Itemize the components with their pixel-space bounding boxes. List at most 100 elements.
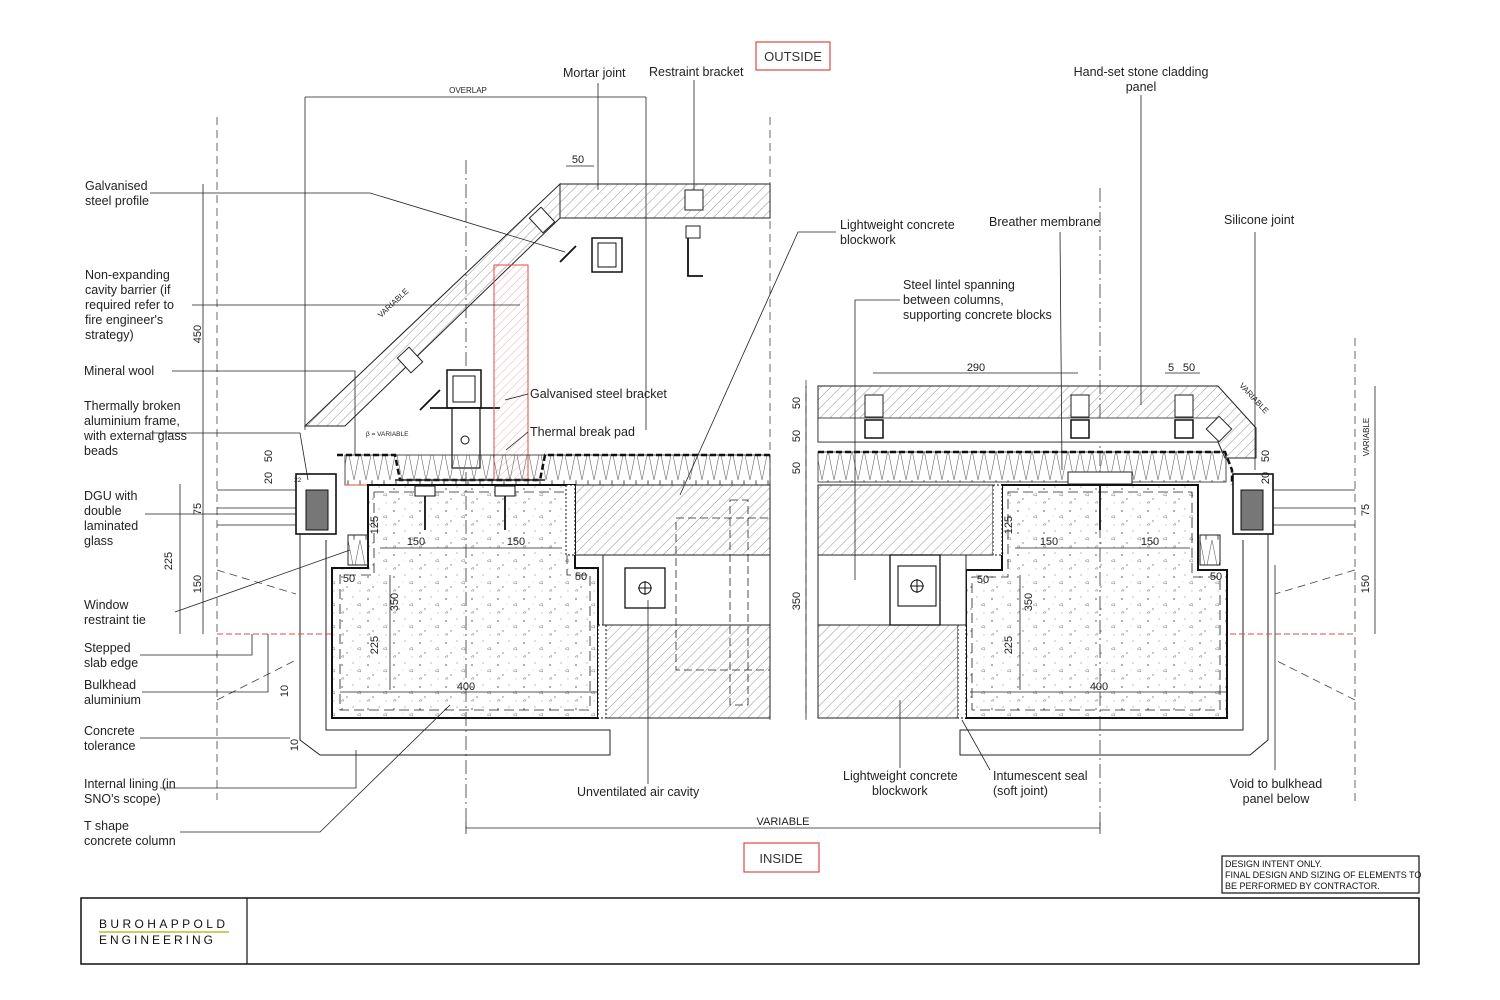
label-tolerance-1: Concrete bbox=[84, 724, 135, 738]
label-intumescent-1: Intumescent seal bbox=[993, 769, 1088, 783]
label-lining-1: Internal lining (in bbox=[84, 777, 176, 791]
label-restraint-bracket: Restraint bracket bbox=[649, 65, 744, 79]
label-t-column-1: T shape bbox=[84, 819, 129, 833]
dim-225-inner-left: 225 bbox=[369, 636, 381, 654]
dim-50-rr: 50 bbox=[1260, 450, 1272, 462]
dim-450: 450 bbox=[192, 325, 204, 343]
label-frame-2: aluminium frame, bbox=[84, 414, 180, 428]
label-air-cavity: Unventilated air cavity bbox=[577, 785, 700, 799]
dim-350-right: 350 bbox=[791, 592, 803, 610]
label-tolerance-2: tolerance bbox=[84, 739, 135, 753]
label-window-tie-1: Window bbox=[84, 598, 129, 612]
dim-50-left: 50 bbox=[263, 450, 275, 462]
dim-20-left: 20 bbox=[263, 472, 275, 484]
label-stone-2: panel bbox=[1126, 80, 1157, 94]
label-lightweight-bottom-1: Lightweight concrete bbox=[843, 769, 958, 783]
dim-150-rr: 150 bbox=[1360, 575, 1372, 593]
right-detail bbox=[805, 188, 1376, 830]
label-lintel-2: between columns, bbox=[903, 293, 1004, 307]
dim-150-b: 150 bbox=[507, 536, 525, 548]
label-dgu-1: DGU with bbox=[84, 489, 138, 503]
label-void-2: panel below bbox=[1243, 792, 1311, 806]
label-lintel-3: supporting concrete blocks bbox=[903, 308, 1052, 322]
dim-beta: β = VARIABLE bbox=[366, 431, 409, 438]
dim-variable-diag: VARIABLE bbox=[376, 287, 410, 320]
dim-75-left: 75 bbox=[192, 503, 204, 515]
dim-50-r1: 50 bbox=[791, 397, 803, 409]
label-frame-4: beads bbox=[84, 444, 118, 458]
title-block-frame bbox=[80, 897, 1420, 965]
dim-overlap: OVERLAP bbox=[449, 86, 487, 95]
svg-text:Intumescent seal(soft joint): Intumescent seal(soft joint) bbox=[993, 769, 1088, 798]
outside-label: OUTSIDE bbox=[764, 49, 822, 64]
dim-50-step-left: 50 bbox=[343, 573, 355, 585]
label-breather: Breather membrane bbox=[989, 215, 1100, 229]
dim-150-d: 150 bbox=[1141, 536, 1159, 548]
dim-10-a: 10 bbox=[279, 685, 291, 697]
disclaimer-line-1: DESIGN INTENT ONLY. bbox=[1225, 859, 1322, 869]
dim-50-mid-left: 50 bbox=[575, 571, 587, 583]
label-thermal-pad: Thermal break pad bbox=[530, 425, 635, 439]
label-cavity-barrier-5: strategy) bbox=[85, 328, 134, 342]
dim-125-right: 125 bbox=[1003, 516, 1015, 534]
label-lightweight-top-2: blockwork bbox=[840, 233, 896, 247]
label-mineral-wool: Mineral wool bbox=[84, 364, 154, 378]
left-detail bbox=[179, 96, 771, 830]
dim-125-left: 125 bbox=[369, 516, 381, 534]
dim-75-rr: 75 bbox=[1360, 504, 1372, 516]
label-lightweight-bottom-2: blockwork bbox=[872, 784, 928, 798]
label-lintel-1: Steel lintel spanning bbox=[903, 278, 1015, 292]
label-galvanised-profile-1: Galvanised bbox=[85, 179, 148, 193]
dim-350-left: 350 bbox=[389, 593, 401, 611]
dim-225-inner-right: 225 bbox=[1003, 636, 1015, 654]
dim-variable-bottom: VARIABLE bbox=[757, 816, 810, 828]
dim-50-step-right: 50 bbox=[977, 574, 989, 586]
label-frame-3: with external glass bbox=[83, 429, 187, 443]
dim-290: 290 bbox=[967, 362, 985, 374]
label-cavity-barrier-1: Non-expanding bbox=[85, 268, 170, 282]
label-galvanised-profile-2: steel profile bbox=[85, 194, 149, 208]
logo-line-1: BUROHAPPOLD bbox=[99, 917, 228, 931]
disclaimer-box bbox=[1221, 855, 1420, 894]
label-void-1: Void to bulkhead bbox=[1230, 777, 1322, 791]
inside-label: INSIDE bbox=[759, 851, 803, 866]
dim-150-c: 150 bbox=[1040, 536, 1058, 548]
dim-150-left: 150 bbox=[192, 575, 204, 593]
dim-22: 22 bbox=[294, 477, 302, 484]
dim-variable-right-diag: VARIABLE bbox=[1237, 381, 1270, 415]
label-stone-1: Hand-set stone cladding bbox=[1074, 65, 1209, 79]
dim-5: 5 bbox=[1168, 362, 1174, 374]
label-lightweight-top-1: Lightweight concrete bbox=[840, 218, 955, 232]
leaders bbox=[140, 80, 1276, 833]
dim-50-mid-right: 50 bbox=[1210, 571, 1222, 583]
label-galv-bracket: Galvanised steel bracket bbox=[530, 387, 667, 401]
dim-50-right-top: 50 bbox=[1183, 362, 1195, 374]
dim-50-r2: 50 bbox=[791, 430, 803, 442]
disclaimer-line-3: BE PERFORMED BY CONTRACTOR. bbox=[1225, 881, 1380, 891]
label-mortar-joint: Mortar joint bbox=[563, 66, 626, 80]
dim-400-left: 400 bbox=[457, 681, 475, 693]
label-dgu-3: laminated bbox=[84, 519, 138, 533]
label-cavity-barrier-2: cavity barrier (if bbox=[85, 283, 171, 297]
label-stepped-1: Stepped bbox=[84, 641, 131, 655]
label-cavity-barrier-4: fire engineer's bbox=[85, 313, 163, 327]
dim-400-right: 400 bbox=[1090, 681, 1108, 693]
label-bulkhead-1: Bulkhead bbox=[84, 678, 136, 692]
label-lining-2: SNO's scope) bbox=[84, 792, 161, 806]
dim-50-r3: 50 bbox=[791, 462, 803, 474]
dim-150-a: 150 bbox=[407, 536, 425, 548]
label-t-column-2: concrete column bbox=[84, 834, 176, 848]
label-dgu-2: double bbox=[84, 504, 122, 518]
